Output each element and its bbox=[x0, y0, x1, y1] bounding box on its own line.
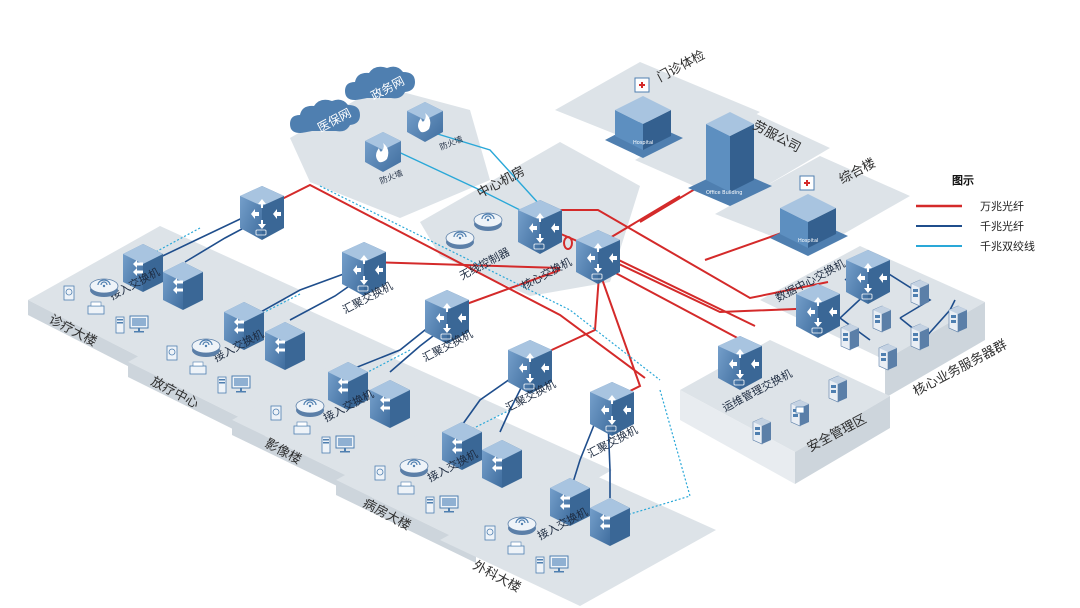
legend-label-ten-gig: 万兆光纤 bbox=[980, 199, 1024, 213]
tower-bingfang bbox=[425, 496, 435, 514]
ap-zhenliao bbox=[89, 278, 119, 298]
ap-fangliao bbox=[191, 338, 221, 358]
phone-bingfang bbox=[374, 465, 386, 481]
hospital-building-zonghe: Hospital bbox=[770, 175, 848, 256]
dc-server-2 bbox=[948, 305, 968, 333]
access-switch-bingfang-b bbox=[482, 440, 522, 488]
access-switch-waike-b bbox=[590, 498, 630, 546]
hospital-building-label: Hospital bbox=[798, 238, 818, 244]
security-server-3 bbox=[752, 417, 772, 445]
legend-label-gig-fiber: 千兆光纤 bbox=[980, 219, 1024, 233]
hospital-building-menzhen: Hospital bbox=[605, 77, 683, 158]
office-building-laofu: Office Building bbox=[688, 112, 772, 206]
legend-label-gig-cat: 千兆双绞线 bbox=[980, 239, 1035, 253]
legend: 图示 万兆光纤 千兆光纤 千兆双绞线 bbox=[916, 174, 1035, 253]
ap-bingfang bbox=[399, 458, 429, 478]
access-switch-zhenliao-b bbox=[163, 262, 203, 310]
security-server-1 bbox=[828, 375, 848, 403]
ap-waike bbox=[507, 516, 537, 536]
dc-server-5 bbox=[910, 323, 930, 351]
zone-waike bbox=[440, 466, 716, 606]
tower-fangliao bbox=[217, 376, 227, 394]
tower-zhenliao bbox=[115, 316, 125, 334]
tower-waike bbox=[535, 556, 545, 574]
phone-waike bbox=[484, 525, 496, 541]
zone-fangliao bbox=[128, 288, 400, 445]
access-switch-yingxiang-b bbox=[370, 380, 410, 428]
dc-server-1 bbox=[910, 279, 930, 307]
phone-zhenliao bbox=[63, 285, 75, 301]
agg-switch-zhenliao bbox=[239, 185, 285, 241]
dc-server-3 bbox=[872, 305, 892, 333]
phone-fangliao bbox=[166, 345, 178, 361]
legend-title: 图示 bbox=[952, 174, 974, 187]
dc-server-4 bbox=[840, 323, 860, 351]
wireless-controller-a bbox=[473, 212, 503, 232]
access-switch-fangliao-b bbox=[265, 322, 305, 370]
office-building-label: Office Building bbox=[706, 190, 742, 196]
wireless-controller-b bbox=[445, 230, 475, 250]
dc-server-6 bbox=[878, 343, 898, 371]
hospital-building-label: Hospital bbox=[633, 140, 653, 146]
tower-yingxiang bbox=[321, 436, 331, 454]
zone-bingfang bbox=[336, 406, 612, 563]
ap-yingxiang bbox=[295, 398, 325, 418]
gig-twisted-pair-links bbox=[389, 127, 541, 211]
phone-yingxiang bbox=[270, 405, 282, 421]
lock-icon bbox=[795, 406, 805, 414]
zone-anquan bbox=[680, 340, 890, 484]
